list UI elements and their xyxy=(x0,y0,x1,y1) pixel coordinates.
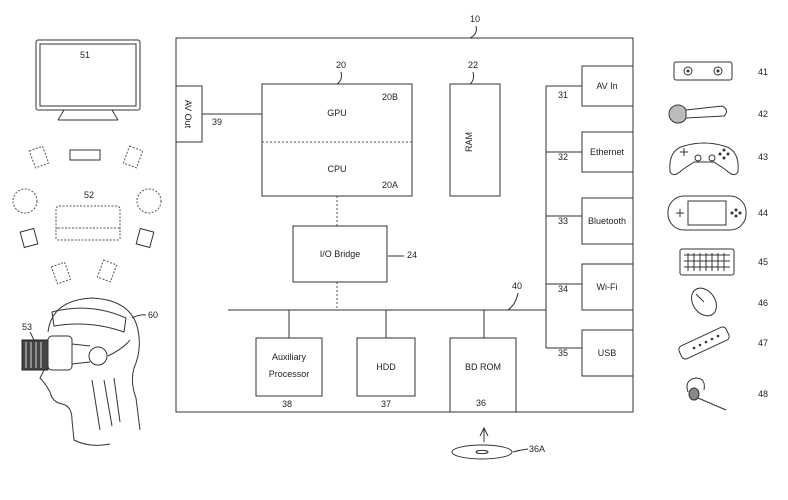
cpu-ref: 20A xyxy=(382,180,398,190)
gpu-label: GPU xyxy=(327,108,347,118)
peripheral-refs: 41 42 43 44 45 46 47 48 xyxy=(758,67,768,399)
apu-block: GPU 20B CPU 20A 20 xyxy=(261,60,413,197)
disc-icon xyxy=(451,444,513,460)
aux-ref: 38 xyxy=(282,399,292,409)
camera-icon xyxy=(673,61,733,81)
hdd-label: HDD xyxy=(376,362,396,372)
port-label: Ethernet xyxy=(590,147,625,157)
headset-ref: 48 xyxy=(758,389,768,399)
hmd-ref: 60 xyxy=(148,310,158,320)
camera-ref: 41 xyxy=(758,67,768,77)
io-bridge-label: I/O Bridge xyxy=(320,249,361,259)
tv-icon: 51 xyxy=(35,39,141,121)
port-ref: 34 xyxy=(558,284,568,294)
disc-ref: 36A xyxy=(529,444,545,454)
speakers-icon: 52 xyxy=(12,145,162,285)
keyboard-ref: 45 xyxy=(758,257,768,267)
gpu-ref: 20B xyxy=(382,92,398,102)
tv-ref: 51 xyxy=(80,50,90,60)
bdrom-ref: 36 xyxy=(476,398,486,408)
aux-label-line2: Processor xyxy=(269,369,310,379)
handheld-console-ref: 44 xyxy=(758,208,768,218)
av-out-block: AV Out 39 xyxy=(175,85,222,143)
port-label: USB xyxy=(598,348,617,358)
remote-control-ref: 47 xyxy=(758,338,768,348)
cpu-label: CPU xyxy=(327,164,346,174)
av-out-label: AV Out xyxy=(183,100,193,129)
mouse-ref: 46 xyxy=(758,298,768,308)
port-wi-fi: Wi-Fi 34 xyxy=(546,263,634,311)
gamepad-ref: 43 xyxy=(758,152,768,162)
bdrom-block: BD ROM 36 xyxy=(449,337,517,413)
aux-processor-block: Auxiliary Processor 38 xyxy=(255,337,323,409)
mouse-icon xyxy=(691,287,717,317)
ram-block: RAM 22 xyxy=(449,60,501,197)
ram-ref: 22 xyxy=(468,60,478,70)
hdd-ref: 37 xyxy=(381,399,391,409)
motion-controller-icon xyxy=(668,104,728,124)
port-av-in: AV In 31 xyxy=(546,65,634,107)
speakers-ref: 52 xyxy=(84,190,94,200)
gamepad-icon xyxy=(669,142,739,176)
headset-icon xyxy=(686,377,727,411)
aux-label-line1: Auxiliary xyxy=(272,352,307,362)
system-leader xyxy=(469,25,477,39)
ram-label: RAM xyxy=(464,132,474,152)
hdd-block: HDD 37 xyxy=(356,337,416,409)
bdrom-label: BD ROM xyxy=(465,362,501,372)
av-out-ref: 39 xyxy=(212,117,222,127)
port-ref: 32 xyxy=(558,152,568,162)
motion-controller-ref: 42 xyxy=(758,109,768,119)
disc-leader xyxy=(512,448,529,453)
port-ref: 35 xyxy=(558,348,568,358)
io-bridge-ref: 24 xyxy=(407,250,417,260)
port-label: AV In xyxy=(596,81,617,91)
bus-ref: 40 xyxy=(512,281,522,291)
handheld-console-icon xyxy=(667,195,747,231)
bus-leader xyxy=(507,292,519,311)
peripheral-list xyxy=(667,61,747,411)
port-label: Wi-Fi xyxy=(597,282,618,292)
remote-control-icon xyxy=(678,326,730,360)
port-ref: 31 xyxy=(558,90,568,100)
disc: 36A xyxy=(451,426,545,460)
port-usb: USB 35 xyxy=(546,329,634,377)
port-bluetooth: Bluetooth 33 xyxy=(546,197,634,245)
hmd-user-icon: 53 60 xyxy=(21,297,158,446)
port-ethernet: Ethernet 32 xyxy=(546,131,634,173)
port-label: Bluetooth xyxy=(588,216,626,226)
port-ref: 33 xyxy=(558,216,568,226)
system-ref: 10 xyxy=(470,14,480,24)
io-bridge-block: I/O Bridge 24 xyxy=(292,225,417,283)
disc-arrow-icon xyxy=(479,426,489,442)
keyboard-icon xyxy=(679,248,735,276)
apu-ref: 20 xyxy=(336,60,346,70)
hmd-display-ref: 53 xyxy=(22,322,32,332)
